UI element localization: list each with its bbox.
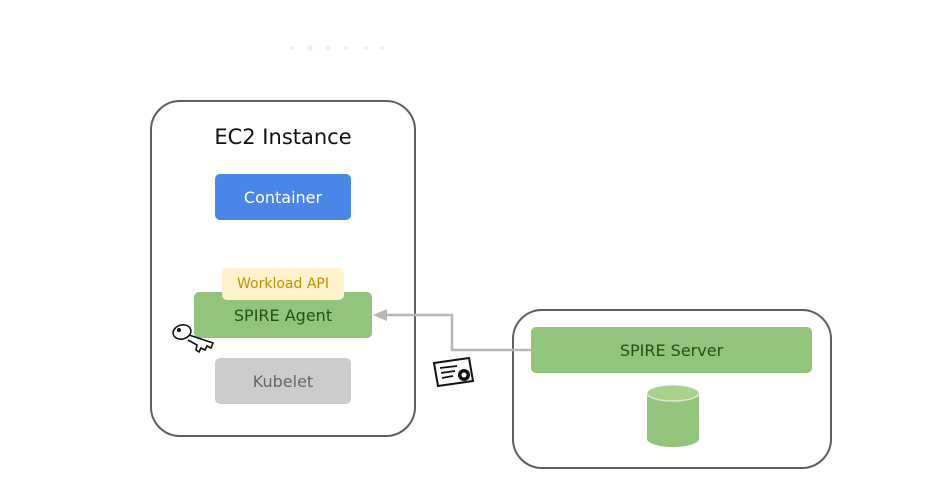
key-icon — [172, 324, 215, 354]
spire-server-box: SPIRE Server — [531, 327, 812, 373]
certificate-icon — [432, 356, 475, 388]
database-icon — [646, 384, 700, 447]
workload-api-box: Workload API — [222, 268, 344, 300]
ec2-instance-title: EC2 Instance — [214, 125, 352, 149]
kubelet-box: Kubelet — [215, 358, 351, 404]
container-box: Container — [215, 174, 351, 220]
